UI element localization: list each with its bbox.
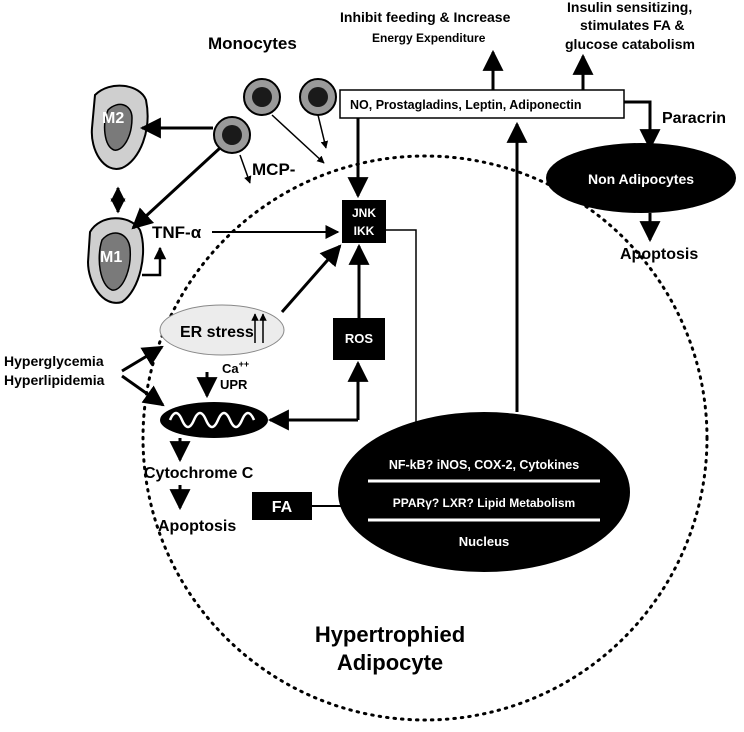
ros-box [333,318,385,360]
m1-macrophage: M1 [86,217,145,304]
m2-label: M2 [102,110,124,127]
apoptosis-left-label: Apoptosis [158,518,236,535]
paracrin-connector [624,100,661,151]
jnk-label: JNK [352,206,376,220]
non-adipocytes-ellipse [546,143,736,213]
arrow-hyper-to-mito [121,374,165,407]
secreted-factors-box [339,89,625,119]
fa-box [252,492,312,520]
fa-label: FA [272,499,293,516]
apoptosis-right-label: Apoptosis [620,246,698,263]
insulin-label-line1: Insulin sensitizing, [567,0,692,15]
arrow-monocyte-down [239,154,252,184]
m1-label: M1 [100,249,122,266]
monocyte-2 [299,78,337,116]
nucleus-ellipse [338,412,630,572]
arrow-monocyte-to-m1 [131,146,222,230]
mitochondrion [160,402,268,438]
arrow-m1-to-tnf [142,246,167,277]
nucleus-label: Nucleus [459,534,510,549]
arrow-monocyte-to-cell-2 [317,114,329,149]
ppar-line-text: PPARγ? LXR? Lipid Metabolism [393,496,575,510]
tnf-label: TNF-α [152,223,202,242]
inhibit-label-line1: Inhibit feeding & Increase [340,9,511,25]
inhibit-label-line2: Energy Expenditure [372,31,486,45]
arrow-hyper-to-er [121,345,164,373]
hyperglycemia-label: Hyperglycemia [4,353,104,369]
paracrin-label: Paracrin [662,110,726,127]
cell-label-line2: Adipocyte [337,650,443,675]
arrow-monocyte-to-cell-1 [271,114,325,164]
mcp-label: MCP- [252,160,295,179]
upr-label: UPR [220,377,248,392]
ros-label: ROS [345,331,374,346]
insulin-label-line3: glucose catabolism [565,36,695,52]
jnk-to-nucleus-line [386,229,417,432]
secreted-factors-text: NO, Prostagladins, Leptin, Adiponectin [350,98,582,112]
monocyte-cells [213,78,337,154]
m2-macrophage: M2 [90,84,149,170]
hyperlipidemia-label: Hyperlipidemia [4,372,105,388]
adipocyte-cell-outline [141,154,709,722]
cell-label-line1: Hypertrophied [315,622,465,647]
jnk-ikk-box [342,200,386,243]
monocyte-3 [213,116,251,154]
non-adipocytes-label: Non Adipocytes [588,171,694,187]
arrow-er-to-jnk [280,244,342,313]
monocytes-label: Monocytes [208,34,297,53]
monocyte-1 [243,78,281,116]
er-stress-label: ER stress [180,324,254,341]
nfkb-line-text: NF-kB? iNOS, COX-2, Cytokines [389,458,579,472]
cytochrome-label: Cytochrome C [144,465,254,482]
insulin-label-line2: stimulates FA & [580,17,685,33]
ca-label: Ca++ [222,359,249,376]
ikk-label: IKK [354,224,375,238]
